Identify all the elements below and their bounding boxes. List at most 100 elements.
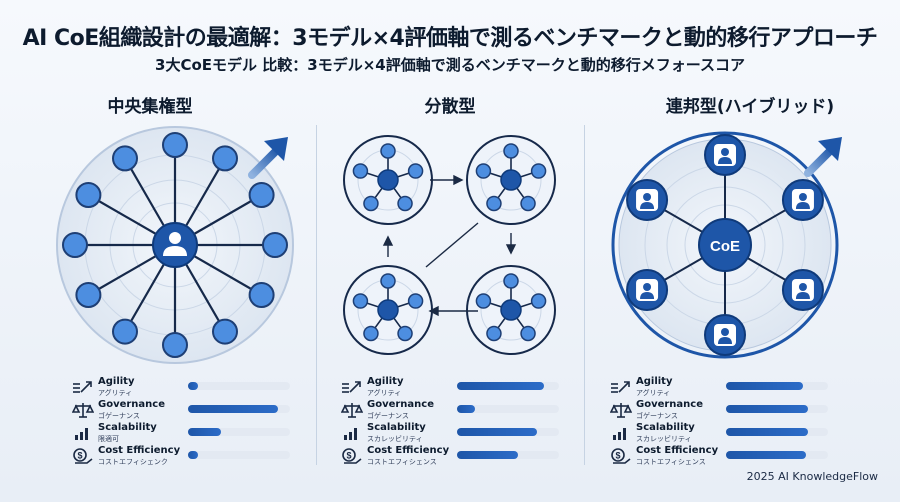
cluster-node — [475, 293, 492, 309]
model-title-decentralized: 分散型 — [424, 97, 476, 117]
user-icon — [798, 193, 807, 201]
svg-text:$: $ — [615, 451, 620, 461]
metric-name: Agility — [98, 376, 135, 387]
scalability-icon — [344, 428, 357, 440]
user-icon-body — [718, 157, 732, 164]
metric-bar-track — [457, 428, 559, 436]
metric-bar-fill — [457, 382, 544, 390]
metric-subtitle: スカレッビリティ — [367, 435, 423, 443]
decentralized-diagram — [343, 135, 556, 355]
metric-row: Agility アグリティ — [341, 376, 581, 399]
spoke-node — [75, 182, 102, 208]
cluster-node — [397, 195, 413, 212]
spoke-nodes — [626, 134, 824, 356]
metric-name: Agility — [367, 376, 404, 387]
growth-arrow-icon — [804, 145, 836, 177]
spoke-node — [248, 282, 275, 308]
cluster-node — [520, 195, 536, 212]
metric-subtitle: アグリティ — [636, 389, 671, 397]
user-icon — [163, 232, 187, 256]
coe-hub-label: CoE — [710, 238, 740, 255]
metric-subtitle: ゴゲーナンス — [636, 412, 678, 420]
column-divider — [316, 125, 317, 465]
metric-name: Cost Efficiency — [367, 445, 450, 456]
metric-subtitle: ゴゲーナンス — [367, 412, 409, 420]
growth-arrow-icon — [248, 145, 282, 179]
agility-icon — [611, 381, 630, 393]
metric-name: Cost Efficiency — [98, 445, 181, 456]
metric-bar-fill — [457, 428, 537, 436]
metric-bar-track — [457, 451, 559, 459]
model-title-centralized: 中央集権型 — [107, 97, 193, 117]
metric-subtitle: 限適可 — [98, 435, 119, 443]
cluster-node — [503, 273, 519, 289]
user-icon-body — [795, 292, 810, 299]
cluster-hub — [377, 299, 399, 321]
metric-bar-fill — [726, 382, 803, 390]
model-title-federated: 連邦型(ハイブリッド) — [665, 97, 835, 117]
governance-icon — [72, 403, 94, 418]
governance-icon — [341, 403, 363, 418]
metric-subtitle: コストエフィシェンク — [98, 458, 168, 466]
hub-node — [152, 222, 198, 268]
user-icon-body — [640, 292, 655, 299]
metric-bar-track — [726, 428, 828, 436]
user-icon — [643, 283, 652, 291]
spoke-nodes — [62, 132, 288, 358]
svg-text:$: $ — [346, 451, 351, 461]
metric-bar-track — [188, 451, 290, 459]
user-icon — [721, 148, 729, 156]
metric-name: Governance — [98, 399, 166, 410]
scalability-icon — [613, 428, 626, 440]
arrow-head — [818, 137, 842, 161]
metric-subtitle: アグリティ — [367, 389, 402, 397]
spoke-node — [212, 318, 238, 345]
metric-bar-fill — [188, 405, 278, 413]
footer-credit: 2025 AI KnowledgeFlow — [746, 470, 878, 483]
metric-name: Scalability — [636, 422, 695, 433]
metric-row: Scalability スカレッビリティ — [341, 422, 581, 445]
cluster-node — [397, 325, 413, 342]
metric-bar-fill — [188, 428, 221, 436]
metric-bar-fill — [726, 405, 808, 413]
spoke-node — [262, 232, 288, 258]
spoke-node — [112, 318, 138, 345]
metric-bar-fill — [726, 428, 808, 436]
metric-bar-fill — [726, 451, 806, 459]
outer-ring — [611, 131, 839, 359]
agility-icon — [342, 381, 361, 393]
cluster-node — [363, 325, 379, 342]
metric-bar-track — [188, 405, 290, 413]
cluster-node — [486, 325, 502, 342]
cluster-node — [530, 293, 547, 309]
metric-bar-track — [188, 428, 290, 436]
cluster-node — [503, 143, 519, 159]
user-icon-body — [640, 202, 655, 209]
metric-row: Agility アグリティ — [72, 376, 312, 399]
user-icon — [721, 328, 729, 336]
metric-bar-track — [726, 382, 828, 390]
cluster-node — [407, 293, 424, 309]
arrow-head — [264, 137, 288, 161]
cluster-node — [475, 163, 492, 179]
cluster-node — [486, 195, 502, 212]
metric-name: Scalability — [98, 422, 157, 433]
cost-efficiency-icon: $ — [342, 448, 362, 464]
metric-subtitle: アグリティ — [98, 389, 133, 397]
column-divider — [584, 125, 585, 465]
cluster-hub — [500, 169, 522, 191]
metric-bar-fill — [457, 451, 518, 459]
metric-name: Scalability — [367, 422, 426, 433]
metric-name: Cost Efficiency — [636, 445, 719, 456]
federated-diagram: CoE — [611, 131, 842, 359]
metric-bar-track — [726, 451, 828, 459]
